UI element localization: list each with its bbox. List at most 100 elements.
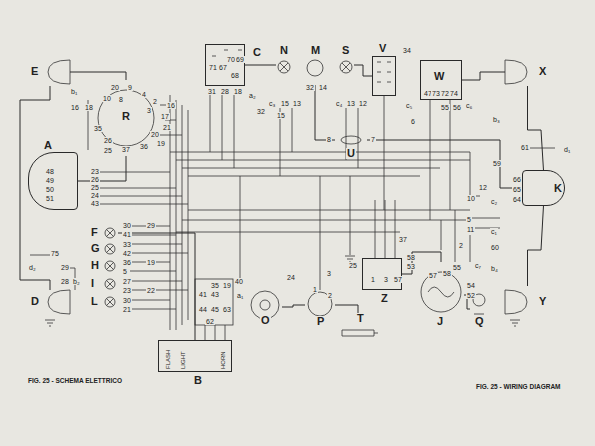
wire-number: 26	[90, 176, 100, 183]
wire-number: 8	[326, 136, 332, 143]
wire-number: c₄	[335, 100, 343, 107]
wire-number: 50	[45, 186, 55, 193]
component: E	[30, 58, 70, 86]
switch-label: HORN	[220, 350, 226, 370]
wire-number: 1	[312, 286, 318, 293]
component: X	[505, 58, 550, 86]
component: U	[335, 132, 367, 148]
wire-number: 35	[93, 125, 103, 132]
wire-number: 23	[90, 168, 100, 175]
wire-connector	[354, 65, 372, 76]
component-letter: D	[30, 296, 40, 307]
wire-connector	[245, 65, 276, 66]
wire-number: 58	[442, 270, 452, 277]
wire-number: 16	[70, 104, 80, 111]
component: K	[522, 170, 565, 206]
wire-number: 32	[305, 84, 315, 91]
component: Y	[505, 286, 550, 314]
component: J	[418, 262, 464, 328]
wire-number: 1	[370, 276, 376, 283]
wire-number: 5	[466, 216, 472, 223]
wire-number: 2	[152, 98, 158, 105]
box-pins	[212, 50, 391, 82]
wire-number: a₂	[248, 92, 257, 99]
wire-number: 57	[393, 276, 403, 283]
wire-number: 17	[160, 113, 170, 120]
wire-number: 25	[90, 184, 100, 191]
wire-number: 43	[210, 291, 220, 298]
wire-number: 41	[122, 231, 132, 238]
switch-label: LIGHT	[180, 350, 186, 370]
component-letter: E	[30, 66, 39, 77]
wire-number: 2	[458, 242, 464, 249]
wire-number: 69	[235, 56, 245, 63]
wire-number: 37	[398, 236, 408, 243]
component-letter: J	[436, 316, 444, 327]
wire-number: 3	[146, 107, 152, 114]
component-letter: N	[279, 45, 289, 56]
wire-number: 3	[326, 270, 332, 277]
wire-number: 37	[121, 146, 131, 153]
wire-number: 62	[205, 318, 215, 325]
component-letter: T	[356, 313, 365, 324]
lamp-symbol	[48, 60, 527, 314]
wire-number: 56	[452, 104, 462, 111]
component-letter: C	[252, 47, 262, 58]
wire-number: c₅	[405, 102, 413, 109]
component-letter: H	[90, 260, 100, 271]
wire-number: 18	[84, 104, 94, 111]
wire-number: 66	[512, 176, 522, 183]
wire-connector	[70, 72, 126, 80]
component-letter: Z	[380, 293, 389, 304]
component: D	[30, 290, 70, 318]
component-letter: U	[346, 148, 356, 159]
wire-number: 7	[370, 136, 376, 143]
coil-symbol	[308, 292, 332, 316]
component-letter: K	[553, 183, 563, 194]
wire-number: 61	[520, 144, 530, 151]
wire-number: 59	[492, 160, 502, 167]
wire-number: 49	[45, 177, 55, 184]
wire-number: 10	[102, 95, 112, 102]
wire-number: 35	[210, 282, 220, 289]
component-letter: Y	[538, 296, 547, 307]
wire-number: 53	[406, 263, 416, 270]
wire-number: 3	[383, 276, 389, 283]
wire-connector	[367, 140, 522, 188]
wire-number: 14	[318, 84, 328, 91]
wire-number: 65	[512, 186, 522, 193]
component-letter: X	[538, 66, 547, 77]
wire-number: 30	[122, 222, 132, 229]
wire-number: 15	[276, 112, 286, 119]
wire-number: 52	[466, 292, 476, 299]
wire-number: 13	[292, 100, 302, 107]
wire-number: 2	[327, 292, 333, 299]
wire-connector	[315, 85, 335, 140]
wire-number: 4	[141, 91, 147, 98]
wire-number: 31	[207, 88, 217, 95]
wire-number: 58	[406, 254, 416, 261]
wire-number: 23	[122, 287, 132, 294]
component: G	[90, 242, 118, 256]
wire-number: 9	[127, 84, 133, 91]
wire-connector	[335, 305, 358, 322]
wire-number: 27	[122, 278, 132, 285]
wire-number: 63	[222, 306, 232, 313]
ground-symbol	[45, 256, 520, 326]
wire-number: 55	[452, 264, 462, 271]
wire-number: 41	[198, 291, 208, 298]
wire-connector	[402, 252, 441, 274]
component: M	[306, 45, 324, 85]
wire-number: 60	[490, 244, 500, 251]
wire-number: 54	[466, 282, 476, 289]
wire-number: 33	[122, 241, 132, 248]
component: F	[90, 226, 118, 240]
component-letter: A	[43, 140, 53, 151]
wire-number: 64	[512, 196, 522, 203]
wire-number: 28	[60, 278, 70, 285]
alternator-wave	[428, 287, 454, 297]
wire-number: d₁	[563, 146, 571, 153]
wire-number: 51	[45, 195, 55, 202]
wire-number: c₂	[490, 198, 498, 205]
